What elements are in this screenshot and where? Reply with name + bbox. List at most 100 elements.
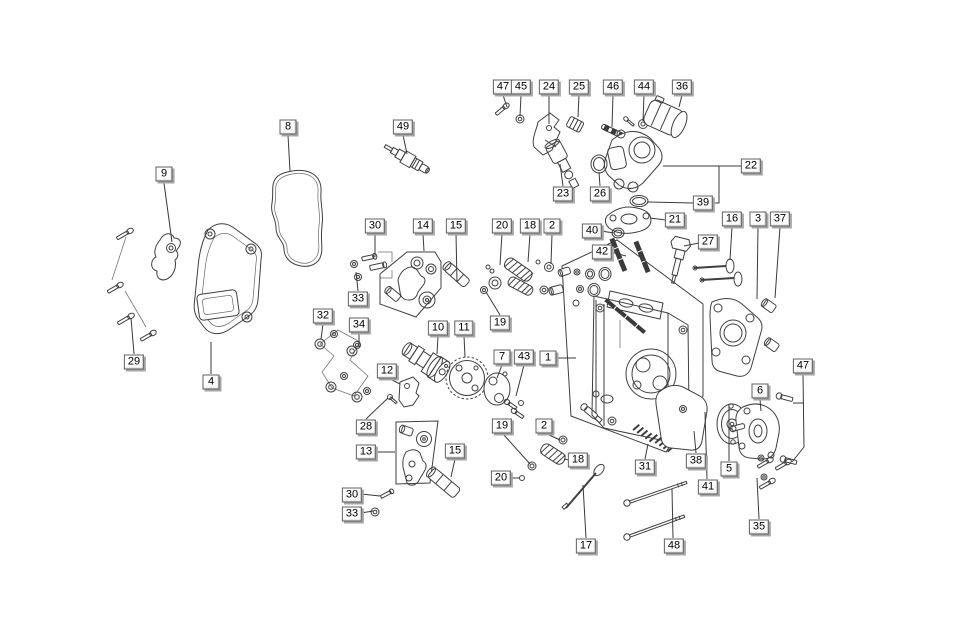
leader-39 [646,201,695,204]
callout-34[interactable]: 34 [348,317,370,333]
callout-35[interactable]: 35 [748,519,770,535]
leader-41 [704,411,708,480]
callout-39[interactable]: 39 [692,195,714,211]
callout-37[interactable]: 37 [769,211,791,227]
callout-28[interactable]: 28 [355,419,377,435]
callout-46[interactable]: 46 [602,79,624,95]
part-bolts-43 [503,398,525,420]
part-spark-plug-49 [383,144,430,174]
leader-38 [693,430,697,454]
leader-48 [671,488,674,539]
callout-41[interactable]: 41 [697,479,719,495]
part-bolts-35 [756,454,792,490]
callout-3[interactable]: 3 [749,211,767,227]
callout-44[interactable]: 44 [633,79,655,95]
callout-5[interactable]: 5 [720,461,738,477]
callout-43[interactable]: 43 [513,349,535,365]
callout-20-top[interactable]: 20 [491,218,513,234]
callout-33-top[interactable]: 33 [347,291,369,307]
callout-14[interactable]: 14 [412,218,434,234]
callout-17[interactable]: 17 [575,538,597,554]
part-shaft-15-top [442,261,470,288]
callout-18-bottom[interactable]: 18 [567,452,589,468]
callout-18-top[interactable]: 18 [519,218,541,234]
leader-19-top [485,291,501,316]
callout-38[interactable]: 38 [685,453,707,469]
part-valve-guides-37 [760,298,780,352]
part-washers-33-top [350,260,362,281]
callout-40[interactable]: 40 [581,223,603,239]
callout-49[interactable]: 49 [392,119,414,135]
callout-15-top[interactable]: 15 [445,218,467,234]
callout-22[interactable]: 22 [740,158,762,174]
callout-47-right[interactable]: 47 [792,358,814,374]
callout-29[interactable]: 29 [123,354,145,370]
callout-7[interactable]: 7 [493,349,511,365]
leader-25 [577,94,580,118]
leader-44 [642,94,645,122]
callout-1[interactable]: 1 [539,350,557,366]
part-adjusters-30-top [361,251,393,279]
part-screw-28 [387,394,398,405]
callout-24[interactable]: 24 [538,79,560,95]
callout-8[interactable]: 8 [279,119,297,135]
leader-40 [600,230,615,234]
callout-13[interactable]: 13 [355,444,377,460]
callout-30-bottom[interactable]: 30 [341,487,363,503]
leader-3 [756,226,759,300]
callout-32[interactable]: 32 [312,308,334,324]
part-valve-spring-set-top [480,257,554,296]
callout-26[interactable]: 26 [589,186,611,202]
part-nut-45 [515,114,525,124]
callout-25[interactable]: 25 [568,79,590,95]
leader-16 [729,226,733,261]
callout-48[interactable]: 48 [663,538,685,554]
callout-19-bottom[interactable]: 19 [491,418,513,434]
callout-21[interactable]: 21 [664,212,686,228]
callout-15-bottom[interactable]: 15 [444,443,466,459]
callout-33-bottom[interactable]: 33 [341,506,363,522]
leader-42 [610,251,627,257]
leader-2-bottom [546,433,561,441]
callout-6[interactable]: 6 [751,383,769,399]
leader-29 [130,317,135,355]
callout-42[interactable]: 42 [591,244,613,260]
part-bolt-47-top [494,102,510,116]
leader-9 [163,182,173,243]
callout-23[interactable]: 23 [552,186,574,202]
part-stay-plate-32-34 [314,329,371,403]
leader-18-top [527,233,531,263]
callout-36[interactable]: 36 [671,79,693,95]
callout-12[interactable]: 12 [376,363,398,379]
leader-28 [365,397,389,420]
leader-46 [611,94,614,128]
part-rocker-lever-9 [151,233,181,281]
callout-2-bottom[interactable]: 2 [535,418,553,434]
callout-47-top[interactable]: 47 [492,79,514,95]
callout-45[interactable]: 45 [510,79,532,95]
callout-4[interactable]: 4 [202,374,220,390]
part-camshaft-10 [401,342,451,383]
leader-15-top [455,233,458,283]
part-valve-cover-4 [193,223,262,335]
leader-37 [774,226,781,299]
callout-11[interactable]: 11 [454,320,474,336]
callout-16[interactable]: 16 [721,211,743,227]
callout-10[interactable]: 10 [427,320,449,336]
callout-30-top[interactable]: 30 [364,218,386,234]
leader-21 [649,217,667,221]
callout-9[interactable]: 9 [155,166,173,182]
part-o-ring-39 [629,195,649,207]
leader-17 [582,484,587,539]
leader-33-bottom [360,510,374,514]
callout-19-top[interactable]: 19 [489,315,511,331]
part-studs-42 [609,237,651,274]
callout-2-top[interactable]: 2 [543,218,561,234]
callout-27[interactable]: 27 [697,234,719,250]
callout-20-bottom[interactable]: 20 [490,470,512,486]
leader-49 [402,134,408,155]
part-cam-sprocket-11 [445,356,489,400]
callout-31[interactable]: 31 [634,459,656,475]
part-o-ring-26 [590,154,608,174]
